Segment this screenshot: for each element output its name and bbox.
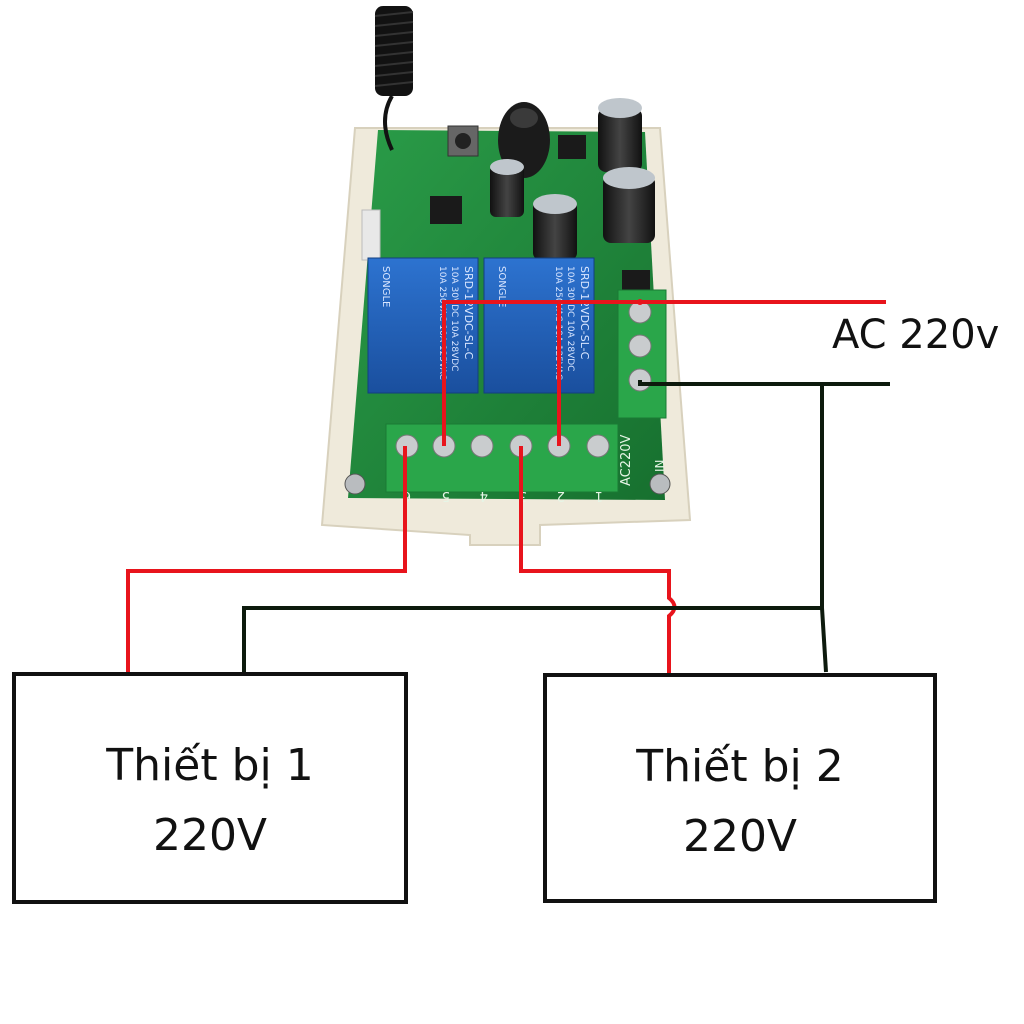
ic-chip bbox=[430, 196, 462, 224]
neutral-wires bbox=[242, 380, 890, 674]
line-terminal-dot bbox=[637, 299, 643, 305]
relay-1-spec-2: 10A 30VDC 10A 28VDC bbox=[449, 266, 459, 371]
neutral-down-wire bbox=[820, 384, 828, 673]
device-1-voltage: 220V bbox=[152, 810, 268, 861]
relay-1: SONGLE 10A 250VAC 10A 125VAC 10A 30VDC 1… bbox=[367, 257, 479, 394]
relay-1-brand: SONGLE bbox=[380, 266, 391, 307]
output-terminal-block bbox=[385, 423, 619, 493]
terminal-number-1: 1 bbox=[595, 488, 603, 503]
relay-1-model: SRD-12VDC-SL-C bbox=[462, 266, 475, 360]
terminal-number-5: 5 bbox=[442, 488, 450, 503]
ac-input-terminal bbox=[617, 289, 667, 419]
device1-neutral-wire bbox=[242, 606, 822, 674]
in-label: IN bbox=[653, 459, 667, 472]
device-2-name: Thiết bị 2 bbox=[636, 741, 844, 792]
terminal-number-2: 2 bbox=[557, 488, 565, 503]
crystal bbox=[361, 209, 381, 261]
device-2-voltage: 220V bbox=[682, 811, 798, 862]
supply-line-wire bbox=[442, 300, 886, 446]
device-1-box: Thiết bị 1 220V bbox=[12, 672, 408, 904]
line-wires bbox=[126, 300, 886, 675]
relay-2-spec-2: 10A 30VDC 10A 28VDC bbox=[565, 266, 575, 371]
screw-left bbox=[344, 473, 366, 495]
device1-line-wire bbox=[126, 446, 407, 674]
relay-2-brand: SONGLE bbox=[496, 266, 507, 307]
device2-line-wire bbox=[519, 446, 677, 675]
screw-right bbox=[649, 473, 671, 495]
ic-chip-2 bbox=[558, 135, 586, 159]
capacitor bbox=[490, 98, 655, 260]
receiver-module: SONGLE 10A 250VAC 10A 125VAC 10A 30VDC 1… bbox=[320, 6, 692, 546]
antenna-icon bbox=[374, 6, 414, 151]
ac-terminal-label: AC220V bbox=[619, 434, 634, 486]
ac-supply-label: AC 220v bbox=[832, 312, 1000, 358]
terminal-number-4: 4 bbox=[480, 488, 488, 503]
ic-chip-3 bbox=[622, 270, 650, 292]
supply-neutral-wire bbox=[638, 380, 890, 386]
relay-2: SONGLE 10A 250VAC 10A 125VAC 10A 30VDC 1… bbox=[483, 257, 595, 394]
device-2-box: Thiết bị 2 220V bbox=[543, 673, 937, 903]
relay-2-model: SRD-12VDC-SL-C bbox=[578, 266, 591, 360]
device-1-name: Thiết bị 1 bbox=[106, 740, 314, 791]
